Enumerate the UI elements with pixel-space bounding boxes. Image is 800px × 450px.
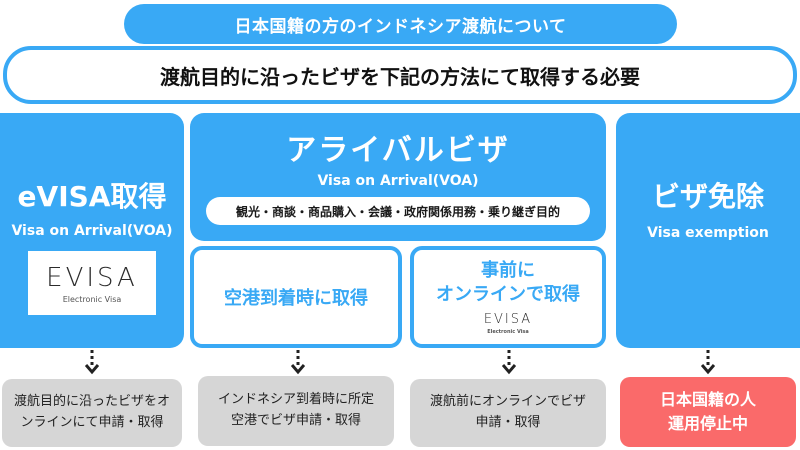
result-line: 渡航前にオンラインでビザ	[429, 394, 586, 410]
online-logo-caption: Electronic Visa	[487, 328, 529, 335]
result-line: 渡航目的に沿ったビザをオ	[13, 394, 170, 410]
subtitle-bar: 渡航目的に沿ったビザを下記の方法にて取得する必要	[3, 46, 797, 104]
online-box-line1: 事前に	[481, 259, 535, 281]
online-logo-text: EVISA	[483, 312, 533, 328]
result-line: インドネシア到着時に所定	[217, 392, 374, 408]
evisa-logo-caption: Electronic Visa	[62, 294, 122, 304]
voa-purpose-pill: 観光・商談・商品購入・会議・政府関係用務・乗り継ぎ目的	[206, 197, 590, 225]
evisa-subtitle: Visa on Arrival(VOA)	[11, 223, 173, 239]
title-pill: 日本国籍の方のインドネシア渡航について	[124, 4, 677, 44]
result-line: 日本国籍の人	[659, 390, 756, 409]
result-online: 渡航前にオンラインでビザ 申請・取得	[410, 379, 606, 447]
voa-title: アライバルビザ	[286, 133, 510, 168]
result-line: 空港でビザ申請・取得	[230, 413, 361, 428]
evisa-logo: EVISA Electronic Visa	[28, 251, 156, 315]
online-evisa-logo: EVISA Electronic Visa	[484, 311, 532, 335]
voa-subtitle: Visa on Arrival(VOA)	[317, 173, 479, 189]
exempt-column: ビザ免除 Visa exemption	[616, 113, 800, 348]
voa-panel: アライバルビザ Visa on Arrival(VOA) 観光・商談・商品購入・…	[190, 113, 606, 241]
page-subtitle: 渡航目的に沿ったビザを下記の方法にて取得する必要	[160, 64, 640, 89]
evisa-column: eVISA取得 Visa on Arrival(VOA) EVISA Elect…	[0, 113, 184, 348]
evisa-logo-text: EVISA	[46, 262, 138, 293]
result-line: 運用停止中	[667, 414, 748, 433]
voa-purpose-text: 観光・商談・商品購入・会議・政府関係用務・乗り継ぎ目的	[235, 204, 560, 219]
online-box: 事前に オンラインで取得 EVISA Electronic Visa	[410, 246, 606, 348]
arrival-box-label: 空港到着時に取得	[224, 288, 368, 309]
arrow-down-icon	[701, 350, 715, 375]
result-arrival: インドネシア到着時に所定 空港でビザ申請・取得	[198, 376, 394, 446]
result-evisa: 渡航目的に沿ったビザをオ ンラインにて申請・取得	[2, 379, 182, 447]
result-line: 申請・取得	[475, 415, 541, 430]
exempt-title: ビザ免除	[651, 180, 764, 213]
evisa-title: eVISA取得	[17, 180, 167, 213]
arrival-box: 空港到着時に取得	[190, 246, 402, 348]
exempt-subtitle: Visa exemption	[647, 225, 769, 241]
page-title: 日本国籍の方のインドネシア渡航について	[234, 16, 567, 37]
result-exempt-suspended: 日本国籍の人 運用停止中	[620, 377, 796, 447]
online-box-line2: オンラインで取得	[436, 283, 580, 305]
result-line: ンラインにて申請・取得	[20, 415, 164, 430]
arrow-down-icon	[85, 350, 99, 375]
arrow-down-icon	[502, 350, 516, 375]
arrow-down-icon	[291, 350, 305, 375]
